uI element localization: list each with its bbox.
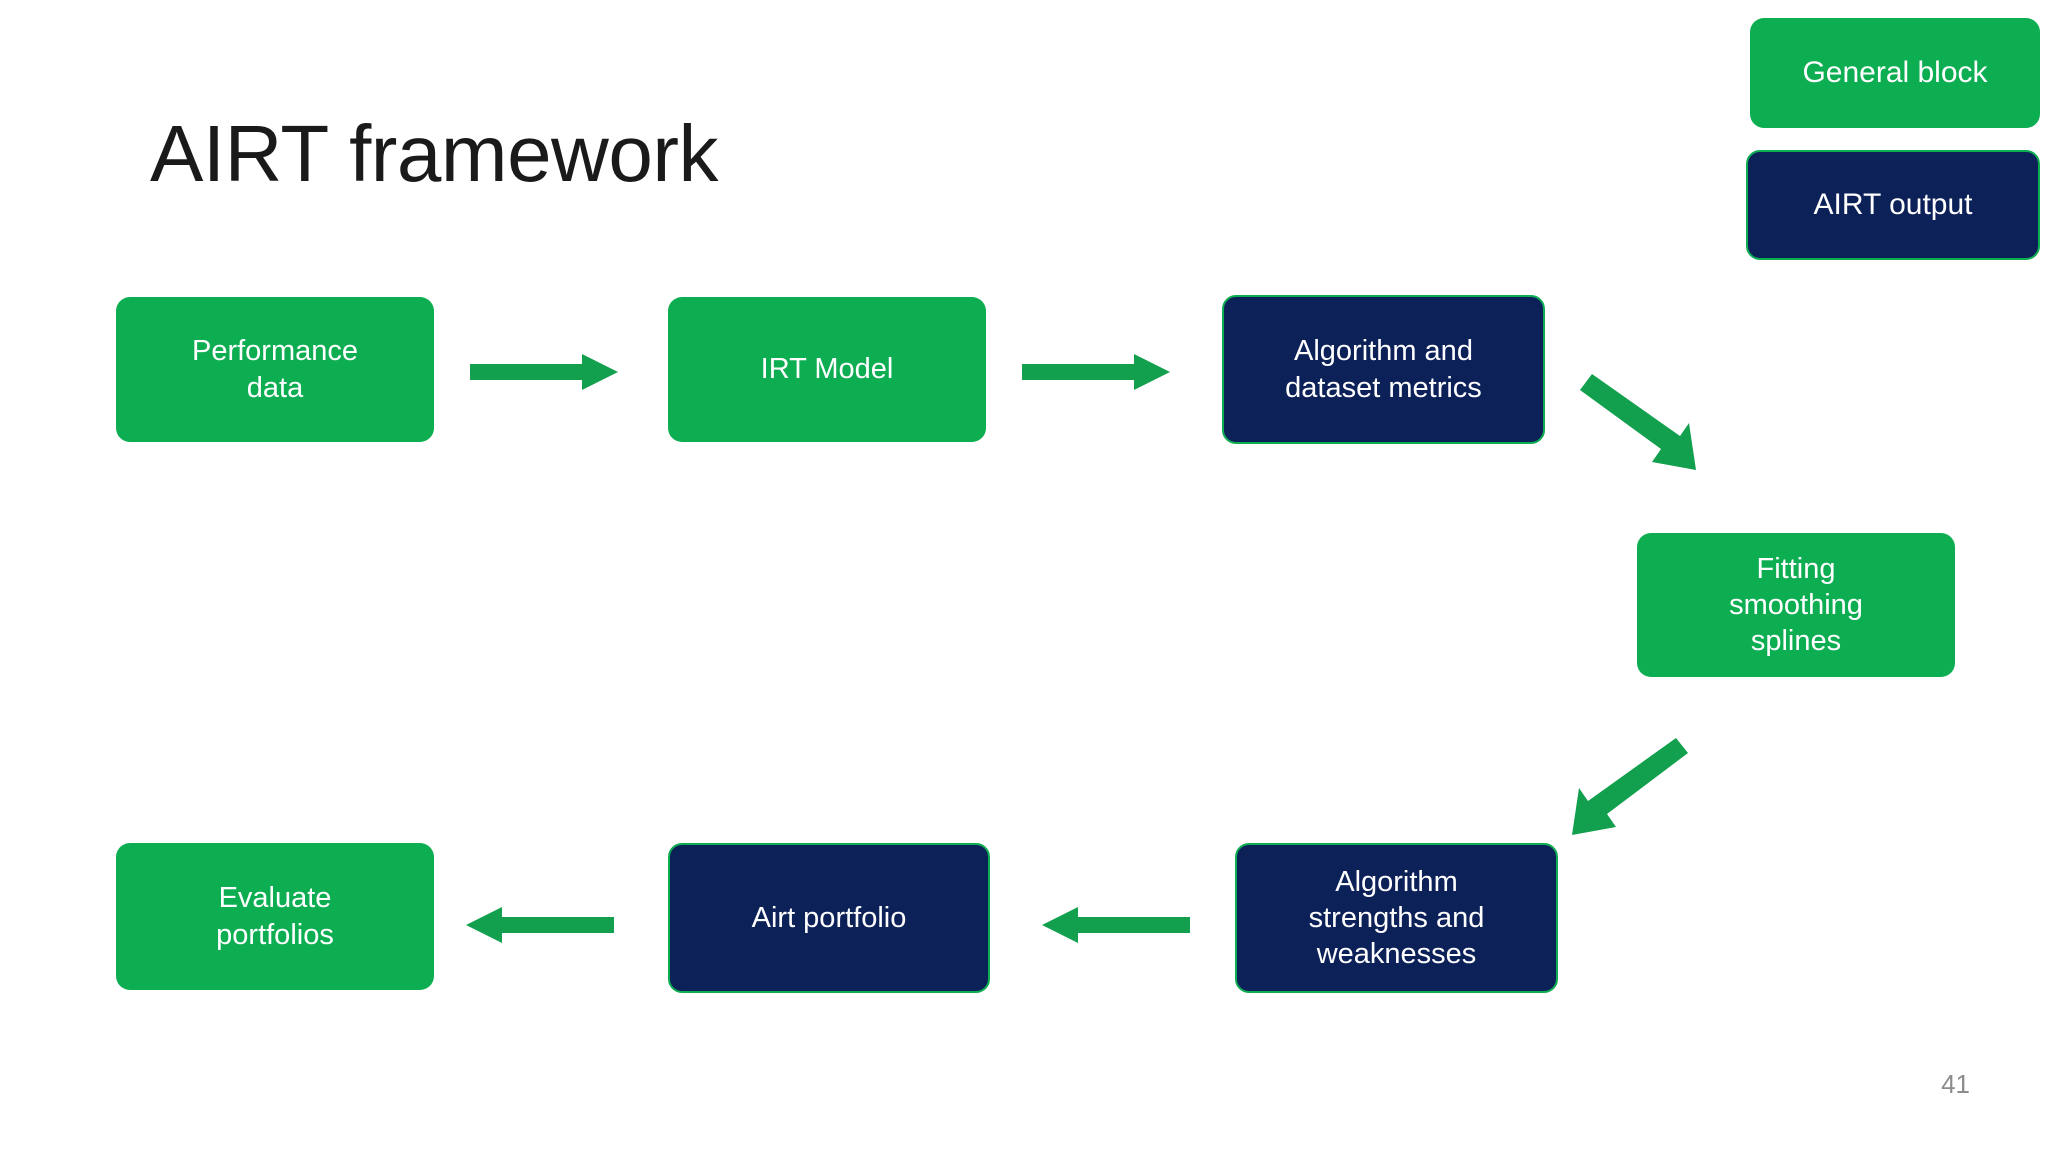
arrow-algorithm-and-dataset-metrics-to-fitting-smoothing-splines	[1576, 370, 1706, 480]
node-performance-data: Performance data	[116, 297, 434, 442]
legend-item-airt-output-label: AIRT output	[1813, 188, 1973, 221]
node-fitting-smoothing-splines: Fitting smoothing splines	[1637, 533, 1955, 677]
node-algorithm-strengths-and-weaknesses-label: Algorithm strengths and weaknesses	[1308, 865, 1485, 971]
legend-item-general-block: General block	[1750, 18, 2040, 128]
node-irt-model: IRT Model	[668, 297, 986, 442]
legend-item-general-block-label: General block	[1802, 56, 1988, 89]
arrow-irt-model-to-algorithm-and-dataset-metrics	[1022, 352, 1172, 392]
node-airt-portfolio: Airt portfolio	[668, 843, 990, 993]
page-number: 41	[1941, 1069, 1970, 1099]
node-performance-data-label: Performance data	[191, 335, 358, 404]
node-algorithm-and-dataset-metrics-label: Algorithm and dataset metrics	[1285, 335, 1482, 404]
legend-item-airt-output: AIRT output	[1746, 150, 2040, 260]
node-airt-portfolio-label: Airt portfolio	[751, 901, 907, 934]
arrow-algorithm-strengths-and-weaknesses-to-airt-portfolio	[1040, 905, 1190, 945]
node-evaluate-portfolios: Evaluate portfolios	[116, 843, 434, 990]
node-algorithm-and-dataset-metrics: Algorithm and dataset metrics	[1222, 295, 1545, 444]
arrow-performance-data-to-irt-model	[470, 352, 620, 392]
node-fitting-smoothing-splines-label: Fitting smoothing splines	[1729, 552, 1863, 658]
arrow-fitting-smoothing-splines-to-algorithm-strengths-and-weaknesses	[1562, 735, 1692, 845]
arrow-airt-portfolio-to-evaluate-portfolios	[464, 905, 614, 945]
node-evaluate-portfolios-label: Evaluate portfolios	[216, 882, 334, 951]
page-title: AIRT framework	[150, 109, 718, 198]
node-algorithm-strengths-and-weaknesses: Algorithm strengths and weaknesses	[1235, 843, 1558, 993]
node-irt-model-label: IRT Model	[760, 353, 894, 386]
